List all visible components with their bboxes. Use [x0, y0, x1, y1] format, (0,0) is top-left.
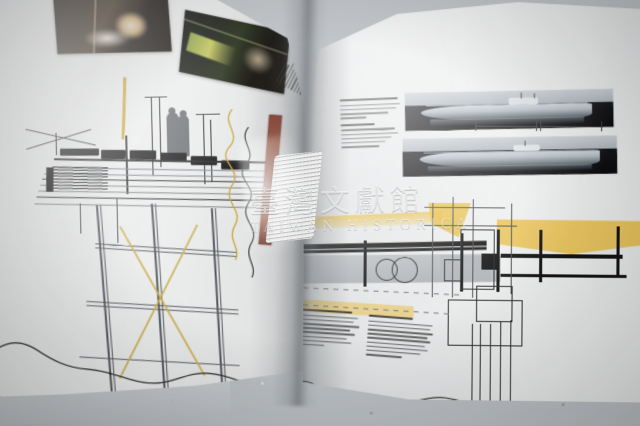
ship-render-lower [402, 135, 617, 177]
drop-line-5 [510, 320, 512, 402]
yellow-wash-left [303, 211, 443, 230]
photo-interior-green [179, 10, 290, 94]
figure-silhouette-left-head [168, 107, 175, 114]
post-cap-a [145, 96, 167, 97]
beam-right [501, 254, 623, 259]
guide-line-1 [303, 287, 464, 296]
drop-line-3 [489, 324, 491, 403]
drop-line-4 [500, 322, 502, 403]
beam-right-2 [501, 274, 627, 278]
hatch-block [52, 166, 108, 191]
deck-bar-2 [101, 150, 126, 159]
right-page [303, 2, 640, 403]
open-book [0, 0, 640, 407]
ground-wave-line [0, 316, 311, 397]
stem-1 [80, 203, 82, 233]
figure-silhouette-right [178, 115, 190, 157]
hatch-block-end [46, 167, 54, 191]
thin-vert-4 [511, 203, 513, 294]
photo-interior-warm [52, 0, 171, 54]
post-c [203, 114, 206, 184]
column-a [363, 240, 366, 286]
right-page-note-block [340, 97, 404, 151]
detail-box-tall [460, 229, 495, 290]
post-a [151, 97, 154, 176]
scale-bar-right [540, 121, 603, 131]
column-d [539, 230, 542, 282]
gold-mast [122, 77, 127, 140]
deck-bar-1 [60, 149, 99, 156]
detail-box-inner [476, 286, 513, 323]
bottom-wave-line [303, 372, 490, 403]
caption-right [366, 314, 436, 363]
circle-detail-2 [392, 257, 418, 283]
column-e [616, 226, 619, 277]
scale-bar-left [475, 121, 538, 131]
deck-bar-3 [130, 150, 156, 159]
